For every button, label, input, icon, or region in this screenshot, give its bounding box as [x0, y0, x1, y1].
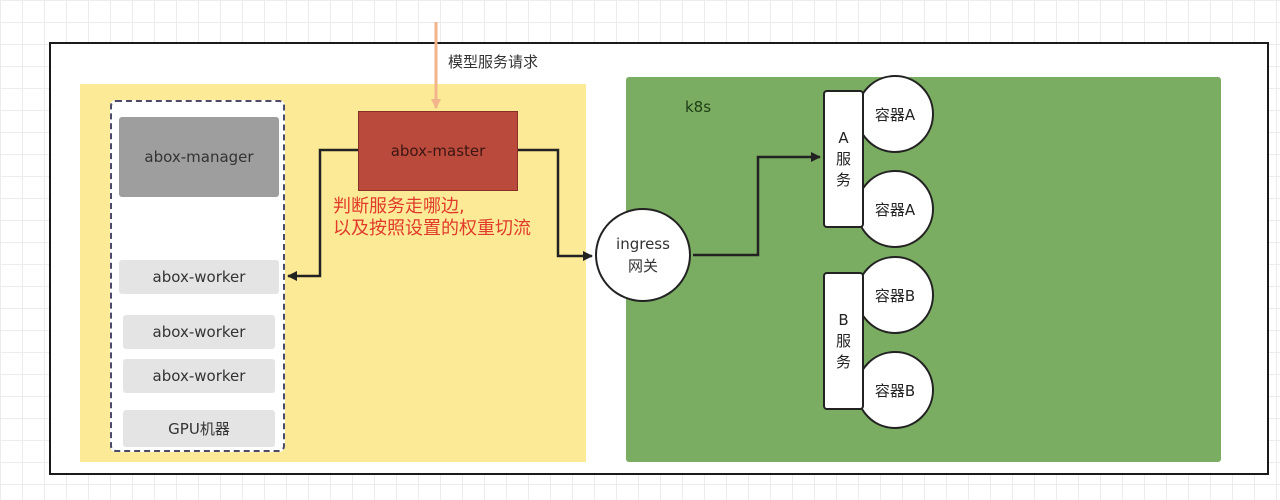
- service-a-char: 服: [835, 149, 851, 168]
- abox-worker-node: abox-worker: [123, 315, 275, 349]
- container-a-node: 容器A: [856, 170, 934, 248]
- master-to-ingress-arrow: [518, 148, 593, 261]
- annotation-line-2: 以及按照设置的权重切流: [333, 218, 531, 239]
- abox-manager-node: abox-manager: [119, 117, 279, 197]
- service-b-char: 服: [835, 331, 851, 350]
- service-b-char: B: [838, 310, 849, 329]
- abox-worker-node: abox-worker: [123, 359, 275, 393]
- service-a-char: A: [838, 128, 849, 147]
- service-a-node: A 服 务: [823, 90, 864, 228]
- ingress-label: ingress: [616, 235, 670, 253]
- ingress-gateway-node: ingress 网关: [595, 208, 691, 302]
- master-to-worker-arrow: [287, 148, 358, 281]
- routing-annotation: 判断服务走哪边, 以及按照设置的权重切流: [333, 196, 531, 240]
- annotation-line-1: 判断服务走哪边,: [333, 196, 465, 217]
- abox-worker-node: abox-worker: [119, 260, 279, 294]
- ingress-to-service-a-arrow: [693, 152, 821, 257]
- abox-master-node: abox-master: [358, 111, 518, 191]
- container-b-node: 容器B: [856, 351, 934, 429]
- k8s-label: k8s: [685, 98, 712, 116]
- service-a-char: 务: [835, 170, 851, 189]
- service-b-node: B 服 务: [823, 272, 864, 410]
- gpu-machine-node: GPU机器: [123, 410, 275, 447]
- service-b-char: 务: [835, 352, 851, 371]
- gateway-label: 网关: [627, 257, 658, 275]
- container-a-node: 容器A: [856, 75, 934, 153]
- container-b-node: 容器B: [856, 256, 934, 334]
- request-label: 模型服务请求: [448, 53, 539, 71]
